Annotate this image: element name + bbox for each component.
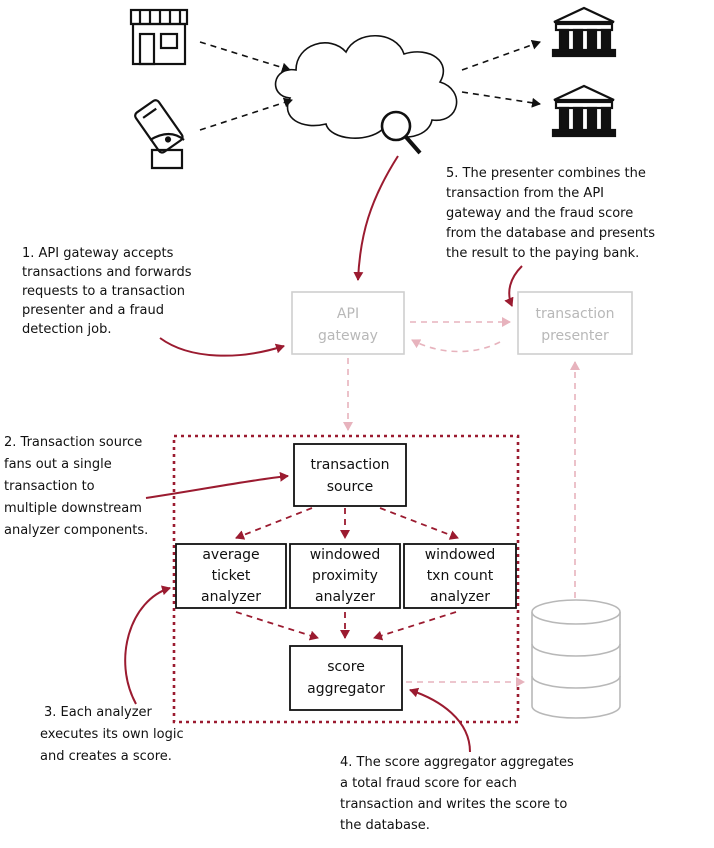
- cloud-to-bank-arrow: [461, 91, 541, 108]
- store-to-cloud-arrow: [199, 41, 291, 73]
- analyzer-label: analyzer: [315, 589, 375, 605]
- annotation-3-arrow: [124, 585, 171, 705]
- analyzer-label: windowed: [310, 547, 381, 563]
- bank-icon: [551, 84, 617, 138]
- average-ticket-analyzer-box: average ticket analyzer: [175, 543, 287, 609]
- annotation-5-arrow: [504, 265, 523, 307]
- analyzer-to-aggregator-arrow: [373, 611, 457, 641]
- annotation-4: 4. The score aggregator aggregates a tot…: [340, 755, 574, 833]
- annotation-5-line: gateway and the fraud score: [446, 206, 633, 221]
- annotation-5-line: transaction from the API: [446, 186, 604, 201]
- annotation-3-line: 3. Each analyzer: [44, 705, 153, 720]
- store-icon: [129, 8, 189, 66]
- annotation-1-line: 1. API gateway accepts: [22, 246, 174, 261]
- database-icon: [531, 599, 621, 719]
- annotation-4-arrow: [409, 687, 471, 753]
- score-aggregator-box: score aggregator: [289, 645, 403, 711]
- analyzer-label: average: [202, 547, 259, 563]
- analyzer-label: windowed: [425, 547, 496, 563]
- annotation-4-line: a total fraud score for each: [340, 776, 517, 791]
- presenter-label: transaction: [535, 306, 614, 322]
- cloud-to-bank-arrow: [461, 39, 541, 71]
- annotation-4-line: the database.: [340, 818, 430, 833]
- transaction-source-box: transaction source: [293, 443, 407, 507]
- transaction-presenter-box: transaction presenter: [517, 291, 633, 355]
- annotation-1-line: presenter and a fraud: [22, 303, 164, 318]
- api-gateway-box: API gateway: [291, 291, 405, 355]
- annotation-3: 3. Each analyzer executes its own logic …: [40, 705, 184, 764]
- analyzer-label: analyzer: [430, 589, 490, 605]
- source-label: source: [327, 479, 374, 495]
- windowed-txn-count-analyzer-box: windowed txn count analyzer: [403, 543, 517, 609]
- analyzer-label: analyzer: [201, 589, 261, 605]
- analyzer-label: ticket: [212, 568, 251, 584]
- windowed-proximity-analyzer-box: windowed proximity analyzer: [289, 543, 401, 609]
- aggregator-label: aggregator: [307, 681, 385, 697]
- mobile-payment-icon: [134, 99, 185, 170]
- cloud-to-gateway-arrow: [353, 155, 399, 281]
- api-gateway-label: gateway: [318, 328, 378, 344]
- annotation-1-arrow: [159, 337, 285, 357]
- annotation-4-line: transaction and writes the score to: [340, 797, 567, 812]
- annotation-2-line: transaction to: [4, 479, 95, 494]
- annotation-3-line: executes its own logic: [40, 727, 184, 742]
- presenter-to-gateway-arrow: [411, 339, 501, 353]
- annotation-5-line: 5. The presenter combines the: [446, 166, 646, 181]
- annotation-3-line: and creates a score.: [40, 749, 172, 764]
- aggregator-label: score: [327, 659, 365, 675]
- annotation-5-line: the result to the paying bank.: [446, 246, 639, 261]
- annotation-2: 2. Transaction source fans out a single …: [4, 435, 148, 538]
- annotation-2-arrow: [145, 471, 289, 499]
- annotation-2-line: multiple downstream: [4, 501, 142, 516]
- presenter-label: presenter: [541, 328, 609, 344]
- annotation-5: 5. The presenter combines the transactio…: [446, 166, 655, 261]
- annotation-1-line: requests to a transaction: [22, 284, 185, 299]
- source-to-analyzer-arrow: [235, 507, 313, 540]
- annotation-1-line: detection job.: [22, 322, 111, 337]
- source-label: transaction: [310, 457, 389, 473]
- annotation-5-line: from the database and presents: [446, 226, 655, 241]
- api-gateway-label: API: [337, 306, 359, 322]
- annotation-1-line: transactions and forwards: [22, 265, 192, 280]
- analyzer-to-aggregator-arrow: [235, 611, 319, 641]
- annotation-1: 1. API gateway accepts transactions and …: [22, 246, 192, 337]
- analyzer-label: proximity: [312, 568, 378, 584]
- annotation-2-line: 2. Transaction source: [4, 435, 142, 450]
- annotation-4-line: 4. The score aggregator aggregates: [340, 755, 574, 770]
- annotation-2-line: analyzer components.: [4, 523, 148, 538]
- source-to-analyzer-arrow: [379, 507, 459, 540]
- bank-icon: [551, 6, 617, 58]
- cloud-icon: [274, 34, 458, 139]
- annotation-2-line: fans out a single: [4, 457, 112, 472]
- analyzer-label: txn count: [427, 568, 494, 584]
- magnifier-icon: [380, 110, 422, 155]
- mobile-to-cloud-arrow: [199, 97, 293, 131]
